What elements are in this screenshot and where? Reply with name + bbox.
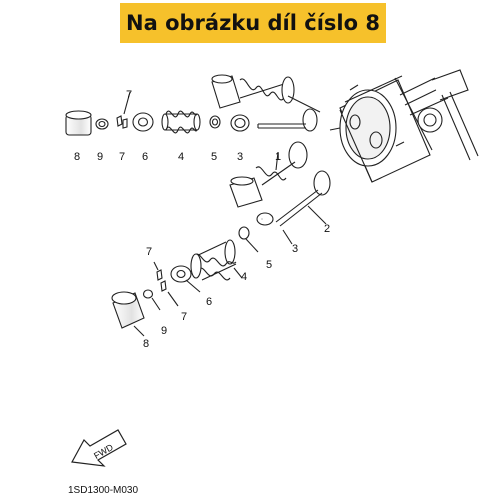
piston bbox=[329, 69, 479, 183]
callout-8-top: 8 bbox=[74, 151, 80, 163]
callout-9-top: 9 bbox=[97, 151, 103, 163]
part-9-shim-top bbox=[95, 118, 109, 130]
callout-3-lower: 3 bbox=[292, 243, 298, 255]
callout-6-lower: 6 bbox=[206, 296, 212, 308]
fwd-arrow-icon bbox=[71, 429, 127, 467]
callout-4-lower: 4 bbox=[241, 271, 247, 283]
diagram-code: 1SD1300-M030 bbox=[68, 485, 139, 496]
callout-labels: 7 8 9 7 6 4 5 3 1 2 3 5 4 7 6 7 9 8 bbox=[74, 89, 330, 350]
callout-8-lower: 8 bbox=[143, 338, 149, 350]
callout-9-lower: 9 bbox=[161, 325, 167, 337]
upper-valve-assembly-iso bbox=[211, 74, 331, 227]
callout-7-lower: 7 bbox=[146, 246, 152, 258]
part-5-stem-seal-lower bbox=[238, 226, 259, 253]
callout-1: 1 bbox=[275, 151, 281, 163]
part-5-stem-seal-top bbox=[209, 115, 221, 129]
part-8-bucket-lower bbox=[111, 291, 145, 337]
callout-3-top: 3 bbox=[237, 151, 243, 163]
part-3-spring-seat-top bbox=[230, 114, 250, 132]
callout-6-top: 6 bbox=[142, 151, 148, 163]
callout-7-lower-b: 7 bbox=[181, 311, 187, 323]
part-4-spring-top bbox=[161, 110, 201, 134]
part-6-retainer-top bbox=[132, 112, 154, 132]
callout-7-top: 7 bbox=[126, 89, 132, 101]
part-7-keepers-top bbox=[116, 91, 131, 129]
part-6-retainer-lower bbox=[170, 265, 201, 293]
callout-2: 2 bbox=[324, 223, 330, 235]
part-8-bucket-top bbox=[65, 110, 92, 136]
callout-5-lower: 5 bbox=[266, 259, 272, 271]
callout-5-top: 5 bbox=[211, 151, 217, 163]
part-4-spring-lower bbox=[190, 239, 243, 281]
part-number-banner: Na obrázku díl číslo 8 bbox=[120, 3, 386, 43]
part-9-shim-lower bbox=[142, 289, 161, 311]
callout-4-top: 4 bbox=[178, 151, 184, 163]
part-7-keepers-lower bbox=[153, 261, 179, 307]
callout-7-top-b: 7 bbox=[119, 151, 125, 163]
